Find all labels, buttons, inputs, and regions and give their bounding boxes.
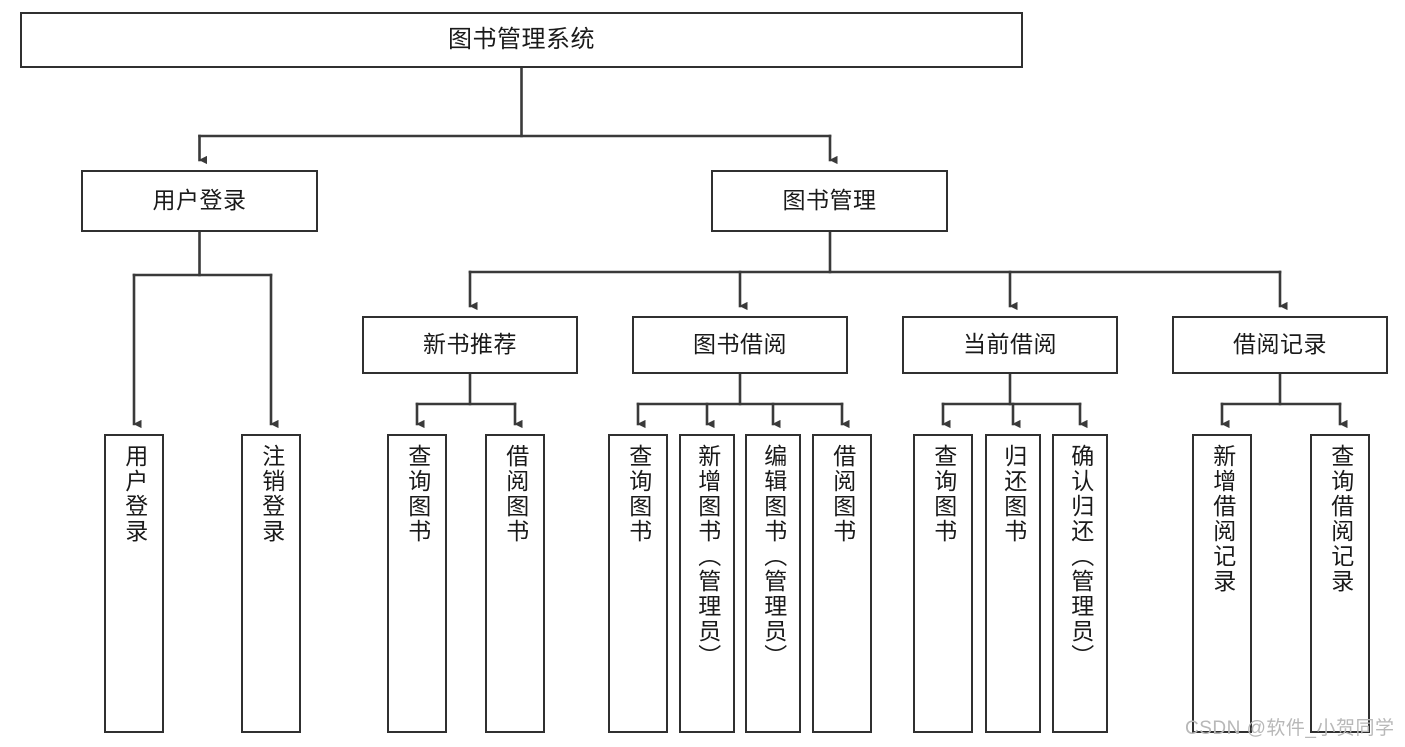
node-borrow-records[interactable]: 借阅记录: [1172, 316, 1388, 374]
node-leaf-add-book-admin-label: 新增图书（管理员）: [694, 444, 721, 669]
node-leaf-borrow-book[interactable]: 借阅图书: [812, 434, 872, 733]
node-user-login-label: 用户登录: [152, 187, 247, 214]
watermark-label: CSDN @软件_小贺同学: [1185, 718, 1395, 739]
node-new-book-recommend[interactable]: 新书推荐: [362, 316, 578, 374]
node-leaf-query-book-borrow[interactable]: 查询图书: [608, 434, 668, 733]
node-leaf-confirm-return-admin-label: 确认归还（管理员）: [1067, 444, 1094, 669]
node-root-label: 图书管理系统: [448, 25, 595, 53]
node-leaf-query-book-current[interactable]: 查询图书: [913, 434, 973, 733]
node-current-borrow-label: 当前借阅: [963, 331, 1057, 358]
node-leaf-return-book[interactable]: 归还图书: [985, 434, 1041, 733]
node-leaf-query-borrow-record-label: 查询借阅记录: [1327, 444, 1354, 594]
node-leaf-edit-book-admin-label: 编辑图书（管理员）: [760, 444, 787, 669]
node-borrow-records-label: 借阅记录: [1233, 331, 1327, 358]
node-leaf-logout[interactable]: 注销登录: [241, 434, 301, 733]
node-leaf-user-login-label: 用户登录: [121, 444, 148, 544]
node-book-borrow[interactable]: 图书借阅: [632, 316, 848, 374]
node-leaf-add-borrow-record-label: 新增借阅记录: [1209, 444, 1236, 594]
node-leaf-query-borrow-record[interactable]: 查询借阅记录: [1310, 434, 1370, 733]
node-root[interactable]: 图书管理系统: [20, 12, 1023, 68]
node-user-login[interactable]: 用户登录: [81, 170, 318, 232]
node-leaf-borrow-book-recommend-label: 借阅图书: [502, 444, 529, 544]
node-leaf-query-book-recommend[interactable]: 查询图书: [387, 434, 447, 733]
node-leaf-logout-label: 注销登录: [258, 444, 285, 544]
node-current-borrow[interactable]: 当前借阅: [902, 316, 1118, 374]
node-leaf-add-book-admin[interactable]: 新增图书（管理员）: [679, 434, 735, 733]
node-new-book-recommend-label: 新书推荐: [423, 331, 517, 358]
node-book-management[interactable]: 图书管理: [711, 170, 948, 232]
node-leaf-borrow-book-recommend[interactable]: 借阅图书: [485, 434, 545, 733]
node-leaf-return-book-label: 归还图书: [1000, 444, 1027, 544]
node-leaf-edit-book-admin[interactable]: 编辑图书（管理员）: [745, 434, 801, 733]
node-leaf-query-book-current-label: 查询图书: [930, 444, 957, 544]
node-leaf-query-book-borrow-label: 查询图书: [625, 444, 652, 544]
node-leaf-borrow-book-label: 借阅图书: [829, 444, 856, 544]
node-leaf-confirm-return-admin[interactable]: 确认归还（管理员）: [1052, 434, 1108, 733]
node-book-borrow-label: 图书借阅: [693, 331, 787, 358]
node-leaf-user-login[interactable]: 用户登录: [104, 434, 164, 733]
node-leaf-add-borrow-record[interactable]: 新增借阅记录: [1192, 434, 1252, 733]
node-leaf-query-book-recommend-label: 查询图书: [404, 444, 431, 544]
node-book-management-label: 图书管理: [782, 187, 877, 214]
